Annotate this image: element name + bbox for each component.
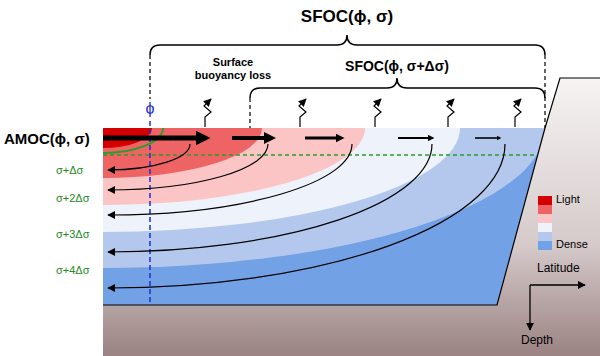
brace [250, 78, 545, 98]
buoyancy-loss-arrow [204, 99, 521, 127]
density-level: σ+4Δσ [56, 264, 89, 277]
legend-swatch [538, 205, 552, 241]
guide-line [249, 98, 250, 128]
dense-water [103, 128, 545, 305]
brace [150, 35, 545, 55]
guide-line [149, 55, 150, 99]
legend-swatch [538, 196, 552, 205]
legend-swatch [538, 241, 552, 250]
flux-label: SFOC(ϕ, σ+Δσ) [345, 58, 449, 74]
density-level: σ+3Δσ [56, 228, 89, 241]
process-label: Surface buoyancy loss [187, 56, 279, 81]
legend-label: Light [556, 193, 580, 206]
latitude-line [149, 121, 151, 305]
guide-line [544, 55, 545, 128]
axis-label: Depth [521, 334, 553, 348]
density-layers [103, 128, 545, 268]
transport-label: AMOC(ϕ, σ) [4, 130, 90, 147]
axis-arrow [530, 285, 585, 330]
land [103, 78, 600, 356]
density-level: σ+2Δσ [56, 192, 89, 205]
land-outline [103, 78, 600, 305]
surface-flow-arrow [103, 138, 499, 139]
return-flow-arrow [108, 144, 505, 288]
axis-label: Latitude [537, 262, 580, 276]
green-dashed-line [103, 154, 537, 155]
latitude-symbol: ϕ [146, 100, 155, 118]
density-level: σ+Δσ [56, 164, 83, 177]
flux-label: SFOC(ϕ, σ) [301, 7, 393, 27]
legend-label: Dense [556, 238, 588, 251]
